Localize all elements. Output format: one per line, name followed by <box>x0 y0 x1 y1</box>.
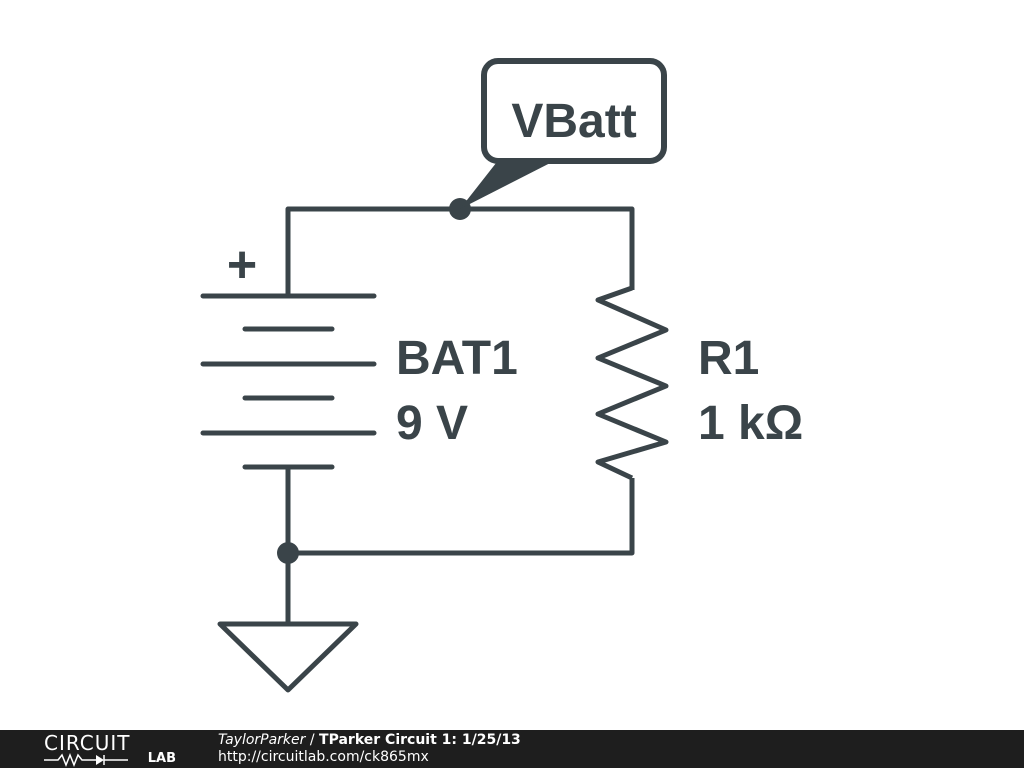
resistor-designator: R1 <box>698 332 759 385</box>
footer-bar: CIRCUIT LAB TaylorParker / TParker Circu… <box>0 730 1024 768</box>
circuitlab-logo[interactable]: CIRCUIT LAB <box>44 733 176 767</box>
net-label-pointer <box>460 158 560 209</box>
battery-polarity-label: + <box>227 236 257 294</box>
junction-dot-bottom <box>277 542 299 564</box>
logo-text-circuit: CIRCUIT <box>44 731 131 755</box>
circuit-title: TParker Circuit 1: 1/25/13 <box>319 732 521 748</box>
footer-text: TaylorParker / TParker Circuit 1: 1/25/1… <box>218 732 521 766</box>
author-link[interactable]: TaylorParker <box>218 732 306 748</box>
net-label: VBatt <box>511 95 636 148</box>
bottom-wire <box>285 468 635 556</box>
battery-designator: BAT1 <box>396 332 518 385</box>
resistor-symbol <box>595 285 669 481</box>
circuit-url[interactable]: http://circuitlab.com/ck865mx <box>218 749 429 765</box>
resistor-value: 1 kΩ <box>698 397 803 450</box>
footer-title-line: TaylorParker / TParker Circuit 1: 1/25/1… <box>218 732 521 749</box>
logo-text-lab: LAB <box>147 751 176 766</box>
net-label-box <box>481 58 667 164</box>
top-wire <box>285 206 635 295</box>
title-separator: / <box>305 732 320 748</box>
battery-value: 9 V <box>396 397 468 450</box>
ground-symbol <box>217 621 359 693</box>
resistor-diode-icon <box>44 753 128 767</box>
circuit-schematic: + VBatt BAT1 9 V R1 1 kΩ <box>200 58 803 693</box>
battery-symbol <box>200 293 377 470</box>
